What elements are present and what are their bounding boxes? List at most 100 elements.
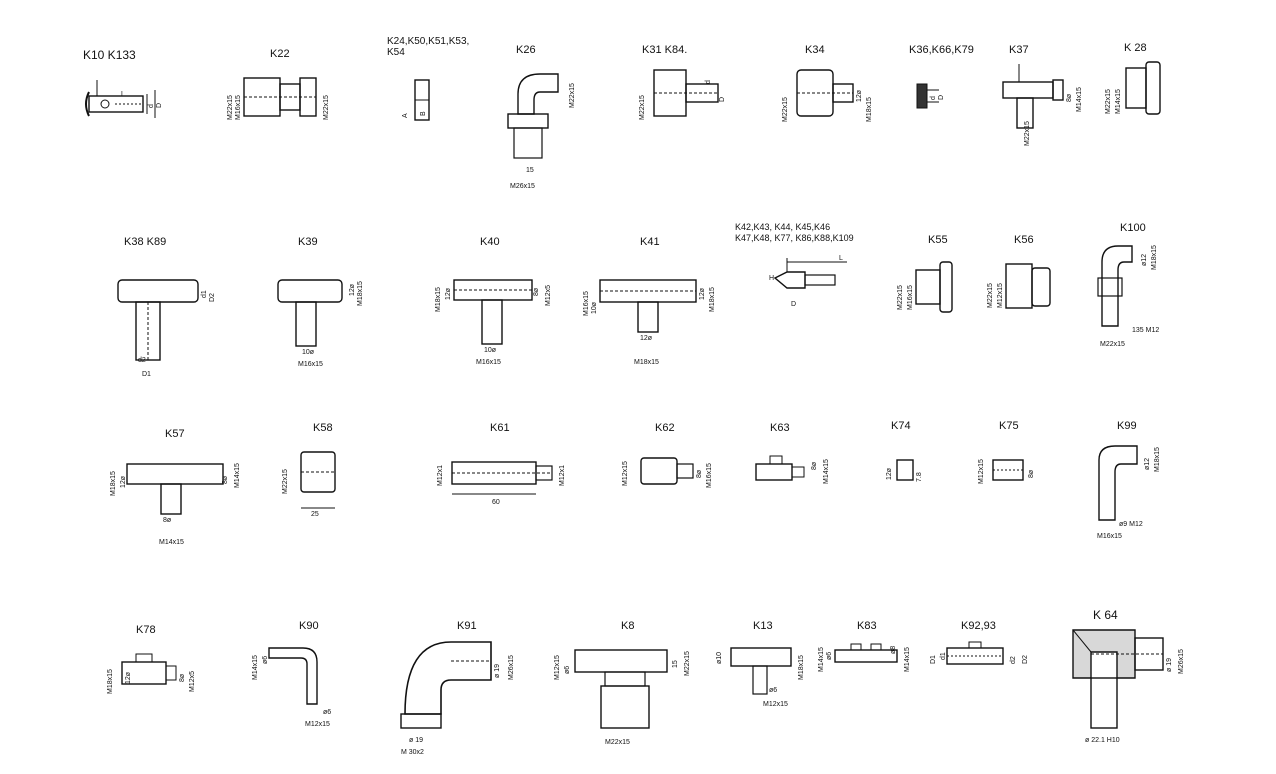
- svg-text:12ø: 12ø: [886, 467, 893, 480]
- svg-text:8ø: 8ø: [1066, 93, 1073, 102]
- svg-text:d1: d1: [201, 290, 208, 298]
- part-k34: K34 M22x15 12ø M18x15: [775, 44, 875, 134]
- fitting-drawing: M18x15 12ø 8ø M12x5 10ø M16x15: [435, 279, 552, 366]
- svg-text:8ø: 8ø: [163, 517, 172, 524]
- fitting-drawing: M14x15 ø6 ø6 M12x15: [252, 647, 331, 728]
- part-k56: K56 M22x15 M12x15: [980, 234, 1060, 324]
- svg-text:M12x15: M12x15: [763, 701, 788, 708]
- part-k13: K13 ø10 M18x15 ø6 M12x15: [705, 620, 815, 720]
- part-k58: K58 M22x15 25: [275, 422, 375, 522]
- svg-text:M22x15: M22x15: [323, 95, 330, 120]
- part-label: K 64: [1093, 608, 1118, 622]
- svg-text:60: 60: [492, 499, 500, 506]
- fitting-drawing: M22x15 M16x15 M22x15: [227, 77, 330, 120]
- part-label: K99: [1117, 420, 1137, 432]
- svg-text:M12x15: M12x15: [978, 459, 985, 484]
- svg-text:M16x15: M16x15: [235, 95, 242, 120]
- part-k55: K55 M22x15 M16x15: [890, 234, 970, 324]
- part-k28: K 28 M22x15 M14x15: [1100, 42, 1180, 132]
- svg-text:M12x15: M12x15: [305, 721, 330, 728]
- fitting-drawing: M22x15 12ø M18x15: [782, 69, 873, 122]
- part-label-line-1: K42,K43, K44, K45,K46: [735, 222, 831, 232]
- svg-text:M18x15: M18x15: [866, 97, 873, 122]
- svg-text:M12x15: M12x15: [554, 655, 561, 680]
- svg-text:12ø: 12ø: [125, 671, 132, 684]
- svg-text:ø6: ø6: [564, 666, 571, 674]
- svg-text:M26x15: M26x15: [1178, 649, 1185, 674]
- svg-text:10ø: 10ø: [591, 301, 598, 314]
- svg-text:d: d: [930, 96, 937, 100]
- svg-text:8ø: 8ø: [696, 469, 703, 478]
- part-k83: K83 M14x15 ø6 ø8 M14x15: [815, 620, 915, 710]
- part-label: K63: [770, 422, 790, 434]
- svg-text:M22x15: M22x15: [605, 739, 630, 746]
- part-label: K61: [490, 422, 510, 434]
- svg-text:D2: D2: [209, 293, 216, 302]
- svg-text:M14x15: M14x15: [904, 647, 911, 672]
- fitting-drawing: d D: [916, 83, 945, 109]
- svg-text:M22x15: M22x15: [639, 95, 646, 120]
- svg-text:12ø: 12ø: [349, 283, 356, 296]
- svg-text:M16x15: M16x15: [476, 359, 501, 366]
- part-k39: K39 12ø M18x15 10ø M16x15: [268, 236, 368, 376]
- svg-text:M18x15: M18x15: [435, 287, 442, 312]
- svg-text:M22x15: M22x15: [1024, 121, 1031, 146]
- svg-text:M18x15: M18x15: [107, 669, 114, 694]
- fitting-drawing: 8ø M14x15: [755, 455, 830, 484]
- part-k99: K99 ø12 M18x15 ø9 M12 M16x15: [1085, 420, 1195, 550]
- svg-text:M12x1: M12x1: [559, 465, 566, 486]
- part-label: K31 K84.: [642, 44, 688, 56]
- part-k26: K26 15 M26x15 M22x15: [500, 44, 580, 194]
- svg-text:M16x15: M16x15: [1097, 533, 1122, 540]
- svg-text:D: D: [156, 103, 163, 108]
- part-label: K26: [516, 44, 536, 56]
- part-k40: K40 M18x15 12ø 8ø M12x5 10ø M16x15: [430, 236, 560, 376]
- svg-text:M22x15: M22x15: [897, 285, 904, 310]
- svg-text:L: L: [121, 91, 125, 98]
- svg-text:M22x15: M22x15: [684, 651, 691, 676]
- fitting-drawing: ø12 M18x15 ø9 M12 M16x15: [1097, 445, 1161, 540]
- fitting-drawing: H D L: [769, 255, 847, 308]
- svg-text:15: 15: [526, 167, 534, 174]
- svg-text:M22x15: M22x15: [1105, 89, 1112, 114]
- svg-text:d2: d2: [1010, 656, 1017, 664]
- svg-text:d2: d2: [138, 357, 146, 364]
- svg-text:M12x5: M12x5: [189, 671, 196, 692]
- part-k42: K42,K43, K44, K45,K46 K47,K48, K77, K86,…: [735, 222, 855, 322]
- part-label: K62: [655, 422, 675, 434]
- svg-text:M12x5: M12x5: [545, 285, 552, 306]
- svg-text:ø 22.1 H10: ø 22.1 H10: [1085, 737, 1120, 744]
- part-k31: K31 K84. M22x15 d D: [630, 44, 730, 134]
- part-k91: K91 ø 19 M26x15 ø 19 M 30x2: [395, 620, 525, 760]
- fitting-drawing: 15 M26x15 M22x15: [507, 73, 576, 190]
- svg-text:D1: D1: [142, 371, 151, 378]
- part-label-line-1: K24,K50,K51,K53,: [387, 36, 470, 47]
- svg-text:M14x15: M14x15: [1115, 89, 1122, 114]
- svg-text:25: 25: [311, 511, 319, 518]
- svg-text:M14x15: M14x15: [234, 463, 241, 488]
- svg-text:M18x15: M18x15: [798, 655, 805, 680]
- svg-text:M12x15: M12x15: [997, 283, 1004, 308]
- svg-text:M22x15: M22x15: [282, 469, 289, 494]
- part-label: K58: [313, 422, 333, 434]
- fitting-drawing: M12x15 ø6 15 M22x15 M22x15: [554, 649, 691, 746]
- svg-text:M18x15: M18x15: [1154, 447, 1161, 472]
- part-k90: K90 M14x15 ø6 ø6 M12x15: [245, 620, 345, 730]
- svg-text:135 M12: 135 M12: [1132, 327, 1159, 334]
- part-k100: K100 ø12 M18x15 135 M12 M22x15: [1080, 222, 1190, 352]
- svg-text:D2: D2: [1022, 655, 1029, 664]
- fitting-drawing: M12x15 8ø M16x15: [622, 457, 713, 488]
- part-label: K41: [640, 236, 660, 248]
- part-label: K40: [480, 236, 500, 248]
- part-label: K55: [928, 234, 948, 246]
- svg-text:M22x15: M22x15: [987, 283, 994, 308]
- svg-text:M18x15: M18x15: [1151, 245, 1158, 270]
- svg-text:8ø: 8ø: [533, 287, 540, 296]
- svg-text:ø 19: ø 19: [1166, 658, 1173, 672]
- fitting-drawing: ø10 M18x15 ø6 M12x15: [716, 647, 805, 708]
- svg-text:8ø: 8ø: [179, 673, 186, 682]
- part-k37: K37 8ø M14x15 M22x15: [995, 44, 1095, 154]
- part-k92: K92,93 D1 d1 d2 D2: [925, 620, 1035, 710]
- svg-text:ø 19: ø 19: [409, 737, 423, 744]
